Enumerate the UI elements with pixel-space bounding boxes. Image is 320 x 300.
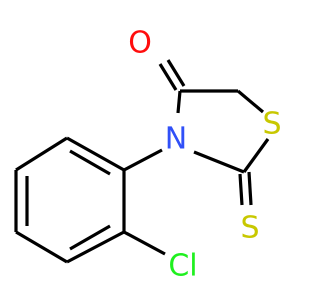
n3-c4-bond: [176, 90, 182, 114]
c5-s1-bond: [236, 89, 265, 114]
nitrogen-label: N: [165, 122, 187, 157]
molecule-canvas: O N S S Cl: [14, 25, 282, 284]
aromatic-inner-1: [69, 149, 111, 176]
ring-bond-5: [66, 230, 125, 264]
c-cl-bond: [123, 230, 166, 256]
ring-bond-4: [15, 230, 68, 264]
thione-sulfur-label: S: [240, 211, 259, 246]
thione-double-bond-b: [247, 171, 253, 206]
chlorine-label: Cl: [168, 249, 197, 284]
ring-sulfur-label: S: [262, 107, 281, 142]
s1-c2-bond: [242, 138, 270, 173]
carbonyl-double-bond-a: [158, 63, 178, 91]
oxygen-label: O: [128, 26, 152, 61]
ring-bond-1: [66, 136, 125, 172]
bonds: [14, 59, 270, 264]
ring-bond-2: [15, 136, 68, 172]
atom-labels: O N S S Cl: [128, 26, 281, 284]
structure-diagram: O N S S Cl: [14, 26, 282, 284]
aromatic-inner-3: [69, 224, 111, 251]
carbonyl-double-bond-b: [166, 59, 186, 87]
thione-double-bond-a: [238, 173, 244, 206]
n-phenyl-bond: [123, 148, 163, 172]
c2-n3-bond: [193, 150, 245, 174]
